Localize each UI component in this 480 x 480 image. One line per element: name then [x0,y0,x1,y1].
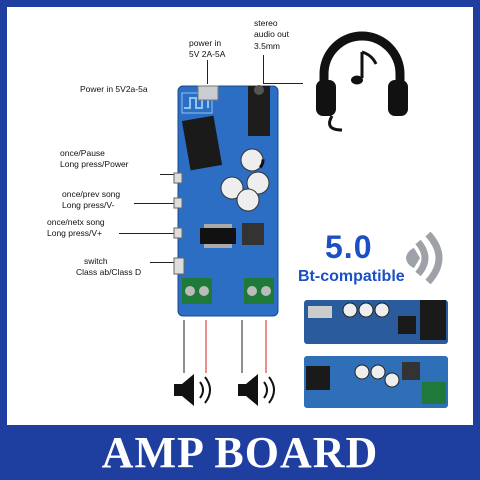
next-line-2: Long press/V+ [47,228,103,239]
prev-line-1: once/prev song [62,189,121,199]
stereo-out-label: stereo audio out 3.5mm [254,18,289,52]
stereo-leader-h [263,83,303,84]
power-in-left-label: Power in 5V2a-5a [80,84,148,94]
stereo-line-2: audio out [254,29,289,40]
pause-line-2: Long press/Power [60,159,129,170]
prev-leader [134,203,178,204]
bluetooth-signal-icon [406,231,443,285]
board-photo-top [304,300,448,344]
switch-line-1: switch [84,256,108,266]
stereo-line-1: stereo [254,18,278,28]
prev-label: once/prev song Long press/V- [62,189,120,212]
next-label: once/netx song Long press/V+ [47,217,105,240]
pause-leader [160,174,180,175]
bt-version: 5.0 [325,229,373,265]
speaker-wires [183,320,267,373]
headphones-icon [316,31,408,132]
bt-compatible-text: Bt-compatible [298,268,405,285]
power-in-top-text: power in [189,38,222,48]
speaker-icon [238,374,275,406]
switch-line-2: Class ab/Class D [76,267,142,278]
pause-line-1: once/Pause [60,148,105,158]
speaker-icon [174,374,211,406]
pause-label: once/Pause Long press/Power [60,148,178,171]
next-line-1: once/netx song [47,217,105,227]
power-in-top-leader [207,60,208,84]
amp-board-image [173,85,279,317]
switch-label: switch Class ab/Class D [76,256,141,279]
stereo-leader-v [263,55,264,83]
next-leader [119,233,178,234]
power-in-top-label: power in 5V 2A-5A [189,38,225,61]
board-photo-bottom [304,356,448,408]
footer-title: AMP BOARD [0,425,480,480]
power-in-top-voltage: 5V 2A-5A [189,49,226,60]
stereo-line-3: 3.5mm [254,40,280,51]
prev-line-2: Long press/V- [62,200,115,211]
switch-leader [150,262,178,263]
